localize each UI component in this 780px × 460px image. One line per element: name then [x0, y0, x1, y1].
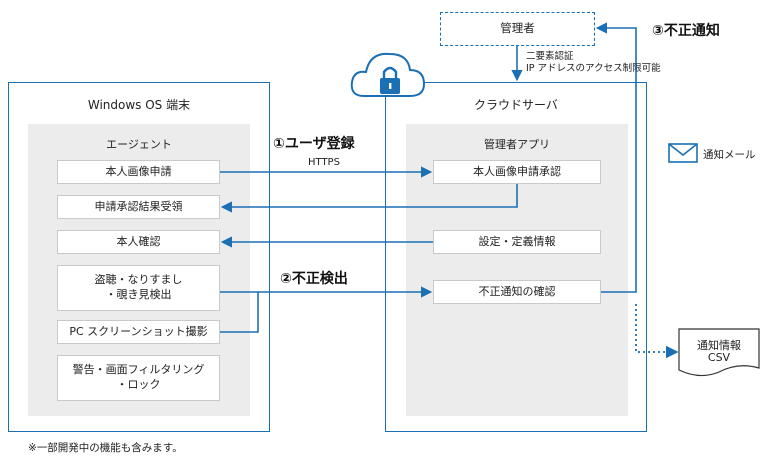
notification-csv-line1: 通知情報: [697, 339, 741, 352]
mail-icon: [668, 143, 698, 163]
footnote: ※一部開発中の機能も含みます。: [28, 442, 183, 454]
admin-item-alert-check: 不正通知の確認: [433, 280, 601, 304]
agent-item-identity-check: 本人確認: [57, 230, 220, 254]
step3-fraud-alert: ③不正通知: [652, 23, 720, 39]
document-icon: [678, 328, 760, 378]
agent-title: エージェント: [106, 138, 172, 151]
ip-restriction-label: IP アドレスのアクセス制限可能: [526, 63, 661, 74]
agent-item-detection: 盗聴・なりすまし ・覗き見検出: [57, 265, 220, 311]
line-screenshot-join: [220, 292, 259, 333]
arrow-alert-to-admin: [595, 22, 637, 293]
admin-item-settings: 設定・定義情報: [433, 230, 601, 254]
https-label: HTTPS: [308, 157, 340, 168]
windows-terminal-title: Windows OS 端末: [87, 98, 191, 112]
arrow-alert-to-csv: [635, 304, 679, 359]
admin-app-title: 管理者アプリ: [484, 138, 550, 151]
two-factor-auth-label: 二要素認証: [526, 51, 574, 62]
arrow-approval-result: [220, 184, 518, 213]
notification-csv-line2: CSV: [707, 351, 731, 364]
agent-item-warning-lock: 警告・画面フィルタリング ・ロック: [57, 355, 220, 401]
cloud-server-title: クラウドサーバ: [474, 98, 558, 112]
agent-item-approval-receipt: 申請承認結果受領: [57, 195, 220, 219]
agent-item-screenshot: PC スクリーンショット撮影: [57, 320, 220, 344]
admin-box: 管理者: [440, 12, 595, 46]
step1-user-registration: ①ユーザ登録: [273, 136, 355, 152]
notification-mail-label: 通知メール: [703, 149, 756, 161]
admin-item-approval: 本人画像申請承認: [433, 160, 601, 184]
cloud-lock-icon: [350, 52, 426, 97]
agent-item-self-image-request: 本人画像申請: [57, 160, 220, 184]
step2-fraud-detection: ②不正検出: [280, 271, 348, 287]
